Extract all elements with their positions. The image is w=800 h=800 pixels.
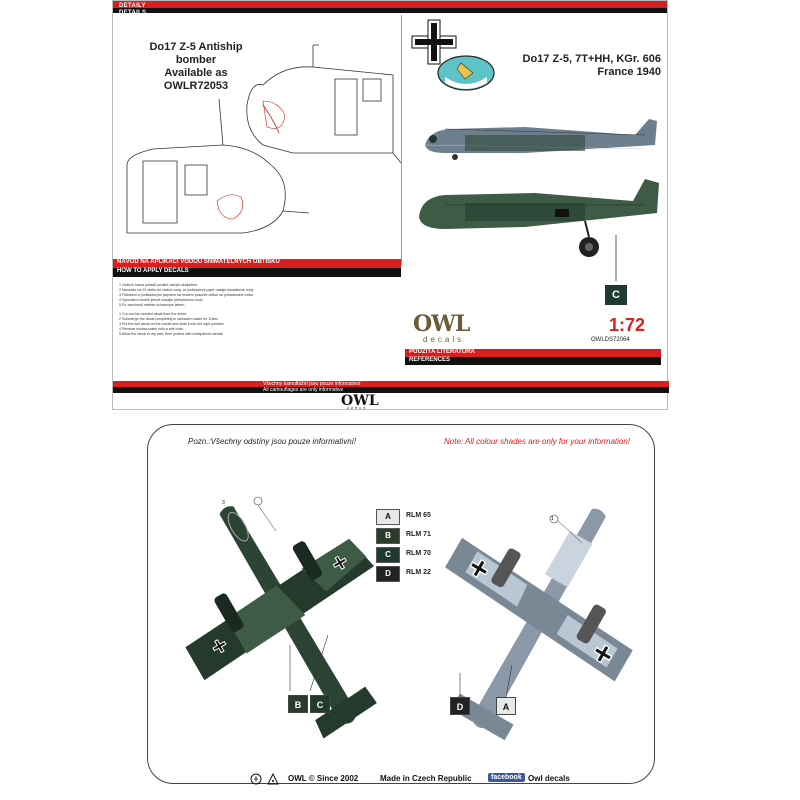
- swatch-c: C: [376, 547, 400, 563]
- swatch-b: B: [376, 528, 400, 544]
- how-to-apply-band: NÁVOD NA APLIKACI VODOU SNÍMATELNÝCH OBT…: [113, 259, 401, 277]
- decal-instructions: 1 Vodiční hrana potisků prudké ostrým sk…: [119, 283, 254, 336]
- owl-logo: OWL decals: [413, 311, 470, 344]
- recycle-warning-icons: [250, 772, 279, 785]
- bottom-view-aircraft: [445, 508, 633, 741]
- note-english: Note: All colour shades are only for you…: [444, 437, 631, 446]
- camouflage-notice-band: Všechny kamuflážní jsou pouze informativ…: [113, 381, 669, 393]
- camouflage-sheet: Pozn.:Všechny odstíny jsou pouze informa…: [147, 424, 655, 784]
- callout-c: C: [310, 695, 330, 713]
- profile-upper: [424, 119, 657, 160]
- profile-lower: [419, 179, 659, 257]
- catalog-number: OWLDS72064: [591, 337, 630, 343]
- balkenkreuz-icon: [411, 19, 457, 65]
- decal-sheet-top: DETAILY DETAILS Do17 Z-5 Antiship bomber…: [112, 0, 669, 410]
- side-profiles: [419, 119, 659, 281]
- scale-label: 1:72: [609, 315, 646, 335]
- top-view-aircraft: [185, 496, 377, 739]
- facebook-page[interactable]: Owl decals: [528, 774, 570, 783]
- swatch-a: A: [376, 509, 400, 525]
- callout-d: D: [450, 697, 470, 715]
- marker-1: 1: [551, 516, 554, 522]
- references-band: POUŽITÁ LITERATURA REFERENCES: [405, 349, 661, 365]
- page-footer: OWL © Since 2002 Made in Czech Republic …: [250, 772, 610, 788]
- callout-b: B: [288, 695, 308, 713]
- swatch-d: D: [376, 566, 400, 582]
- note-czech: Pozn.:Všechny odstíny jsou pouze informa…: [188, 437, 357, 446]
- copyright: OWL © Since 2002: [288, 774, 359, 783]
- corner-label: DETAILY DETAILS: [119, 3, 147, 16]
- variant-info: Do17 Z-5 Antiship bomber Available as OW…: [149, 41, 243, 92]
- top-red-band: [113, 1, 667, 8]
- callout-a: A: [496, 697, 516, 715]
- nose-line-drawing: [126, 44, 401, 234]
- detail-drawings: Do17 Z-5 Antiship bomber Available as OW…: [113, 15, 401, 255]
- unit-emblem-decal: [437, 55, 495, 91]
- aircraft-title: Do17 Z-5, 7T+HH, KGr. 606 France 1940: [522, 53, 661, 78]
- owl-small-logo: OWL: [341, 393, 379, 409]
- made-in: Made in Czech Republic: [380, 774, 472, 783]
- facebook-icon[interactable]: facebook: [488, 773, 525, 782]
- divider: [401, 15, 402, 265]
- marker-3: 3: [222, 500, 225, 506]
- top-black-band: [113, 8, 667, 13]
- balkenkreuz-decal: [407, 15, 461, 69]
- callout-c-top: C: [605, 285, 627, 305]
